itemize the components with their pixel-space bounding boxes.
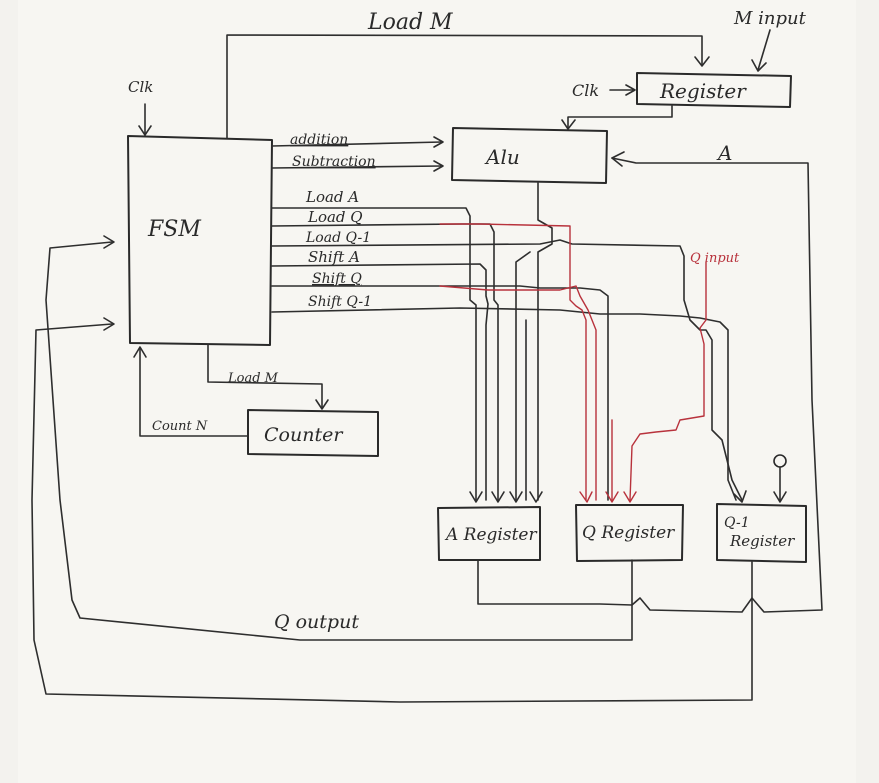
count-n-label: Count N [152, 419, 208, 434]
q1-register-label-top: Q-1 [724, 515, 750, 531]
a-register-block: A Register [437, 506, 541, 561]
signal-load-q1: Load Q-1 [305, 230, 371, 246]
counter-block: Counter [247, 409, 379, 457]
m-input-label: M input [733, 8, 807, 29]
load-m-counter-label: Load M [227, 371, 279, 386]
q1-feedback-wire [31, 317, 753, 703]
q-output-wire [45, 235, 633, 641]
fsm-label: FSM [147, 217, 201, 242]
q-input-label: Q input [690, 251, 740, 266]
count-n-wire [133, 346, 249, 437]
clk-register-arrow [609, 84, 636, 96]
counter-label: Counter [264, 424, 344, 446]
alu-label: Alu [484, 145, 520, 169]
a-feedback-label: A [716, 141, 732, 165]
q1-register-label-bottom: Register [729, 532, 795, 550]
m-input-arrow [751, 29, 771, 72]
fsm-block: FSM [127, 135, 273, 346]
q-input-red-wires [439, 223, 707, 503]
q1-register-block: Q-1 Register [716, 503, 807, 563]
signal-shift-a: Shift A [308, 248, 360, 266]
paper-sheet [18, 0, 856, 783]
signal-subtraction: Subtraction [292, 154, 376, 170]
signal-load-q: Load Q [307, 208, 363, 226]
q-register-block: Q Register [575, 504, 684, 562]
q-register-label: Q Register [582, 523, 675, 543]
alu-block: Alu [451, 127, 608, 184]
a-register-label: A Register [444, 525, 537, 545]
signal-load-a: Load A [305, 188, 359, 206]
alu-output-wires [509, 182, 553, 503]
zero-input [773, 454, 787, 503]
clk-fsm-label: Clk [128, 78, 153, 96]
clk-register-label: Clk [572, 81, 599, 100]
register-to-alu-wire [561, 105, 673, 130]
control-signal-wires [271, 136, 747, 503]
signal-shift-q: Shift Q [312, 271, 362, 287]
clk-fsm-arrow [138, 103, 152, 136]
q-output-label: Q output [274, 611, 359, 633]
signal-shift-q1: Shift Q-1 [308, 294, 372, 310]
signal-addition: addition [290, 132, 348, 148]
m-register-block: Register [636, 72, 792, 108]
signal-labels: addition Subtraction Load A Load Q Load … [290, 132, 376, 310]
load-m-wire [226, 34, 710, 139]
m-register-label: Register [659, 79, 747, 103]
a-feedback-wire [477, 151, 823, 613]
load-m-top-label: Load M [367, 10, 453, 35]
load-m-counter-wire [207, 344, 329, 410]
